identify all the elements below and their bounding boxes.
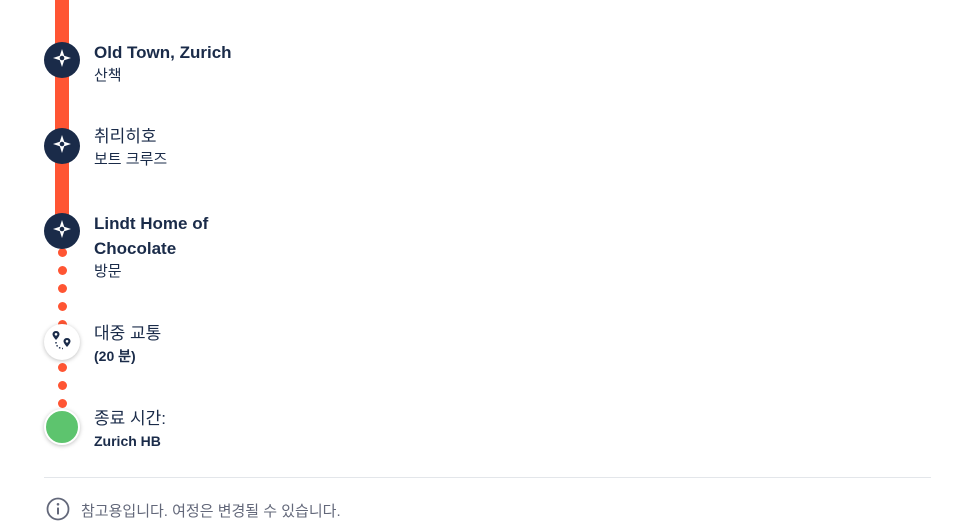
end-point-icon — [44, 409, 80, 445]
stop-marker — [44, 128, 80, 164]
stop-title-line: Chocolate — [94, 239, 177, 258]
end-item: 종료 시간: Zurich HB — [94, 406, 294, 452]
end-location: Zurich HB — [94, 433, 161, 449]
route-dot — [57, 266, 67, 275]
info-icon — [46, 497, 70, 526]
stop-title-line: Lindt Home of — [94, 214, 209, 233]
route-dot — [57, 363, 67, 372]
route-dot — [57, 302, 67, 311]
stop-marker — [44, 42, 80, 78]
route-dot — [57, 248, 67, 257]
stop-activity: 산책 — [94, 67, 122, 84]
stop-marker — [44, 213, 80, 249]
transport-item: 대중 교통 (20 분) — [94, 321, 294, 367]
route-line — [55, 0, 69, 240]
end-title: 종료 시간: — [94, 409, 167, 428]
stop-item: Old Town, Zurich 산책 — [94, 40, 294, 86]
stop-item: Lindt Home of Chocolate 방문 — [94, 211, 294, 282]
stop-activity: 보트 크루즈 — [94, 151, 168, 168]
route-icon — [51, 329, 73, 356]
transport-marker — [44, 324, 80, 360]
attraction-icon — [52, 48, 72, 73]
disclaimer-text: 참고용입니다. 여정은 변경될 수 있습니다. — [81, 502, 341, 520]
attraction-icon — [52, 134, 72, 159]
transport-duration: (20 분) — [94, 348, 136, 364]
disclaimer: 참고용입니다. 여정은 변경될 수 있습니다. — [46, 497, 341, 526]
transport-title: 대중 교통 — [94, 324, 162, 343]
stop-activity: 방문 — [94, 263, 122, 280]
stop-item: 취리히호 보트 크루즈 — [94, 124, 294, 170]
stop-title: 취리히호 — [94, 127, 157, 146]
route-dot — [57, 399, 67, 408]
route-dot — [57, 381, 67, 390]
divider — [44, 477, 931, 478]
stop-title[interactable]: Old Town, Zurich — [94, 43, 232, 62]
attraction-icon — [52, 219, 72, 244]
stop-title[interactable]: Lindt Home of Chocolate — [94, 211, 294, 261]
route-dot — [57, 284, 67, 293]
